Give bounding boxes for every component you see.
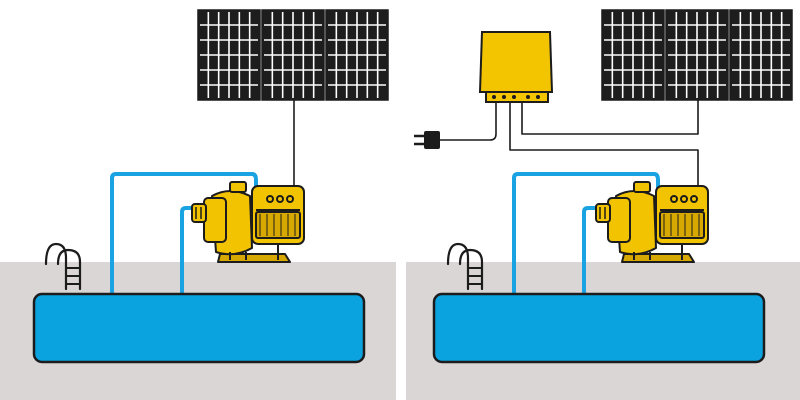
swimming-pool [432, 292, 766, 364]
ladder-rail [56, 248, 82, 291]
panel-direct-solar-pump [0, 9, 396, 400]
control-button [670, 195, 678, 203]
mains-cable [440, 102, 497, 141]
solar-panel-icon [601, 9, 793, 101]
control-button [266, 195, 274, 203]
pool-ladder-icon [446, 242, 484, 291]
suction-pipe [180, 206, 202, 296]
plug-body [424, 131, 440, 149]
solar-to-controller-wire [521, 100, 699, 135]
control-button [690, 195, 698, 203]
pump-base [621, 253, 695, 263]
ladder-rail [44, 242, 68, 291]
controller-terminal [536, 95, 540, 99]
control-button [680, 195, 688, 203]
ladder-rail [446, 242, 470, 291]
controller-terminal [526, 95, 530, 99]
pool-water [32, 292, 366, 364]
controller-box-icon [478, 31, 554, 103]
pool-pump-icon [191, 181, 305, 263]
strainer-basket [203, 197, 227, 243]
outlet-port [633, 181, 651, 193]
suction-pipe [582, 206, 604, 296]
inlet-port [191, 203, 207, 223]
control-button [276, 195, 284, 203]
ladder-rail [458, 248, 484, 291]
pump-legs [633, 244, 683, 260]
pool-ladder-icon [44, 242, 82, 291]
controller-to-pump-wire [509, 102, 699, 186]
return-pipe [110, 172, 258, 296]
controller-terminal-strip [485, 91, 549, 103]
pump-base [217, 253, 291, 263]
solar-panel-icon [197, 9, 389, 101]
pool-water [432, 292, 766, 364]
swimming-pool [32, 292, 366, 364]
pump-motor-fins [255, 211, 301, 239]
pump-legs [229, 244, 279, 260]
controller-terminal [512, 95, 516, 99]
pool-pump-icon [595, 181, 709, 263]
controller-terminal [502, 95, 506, 99]
pump-motor-fins [659, 211, 705, 239]
panel-hybrid-solar-pump-with-controller [406, 9, 800, 400]
control-button [286, 195, 294, 203]
controller-terminal [492, 95, 496, 99]
inlet-port [595, 203, 611, 223]
controller-body [478, 31, 554, 93]
outlet-port [229, 181, 247, 193]
return-pipe [512, 172, 660, 296]
power-plug-icon [414, 131, 440, 149]
strainer-basket [607, 197, 631, 243]
